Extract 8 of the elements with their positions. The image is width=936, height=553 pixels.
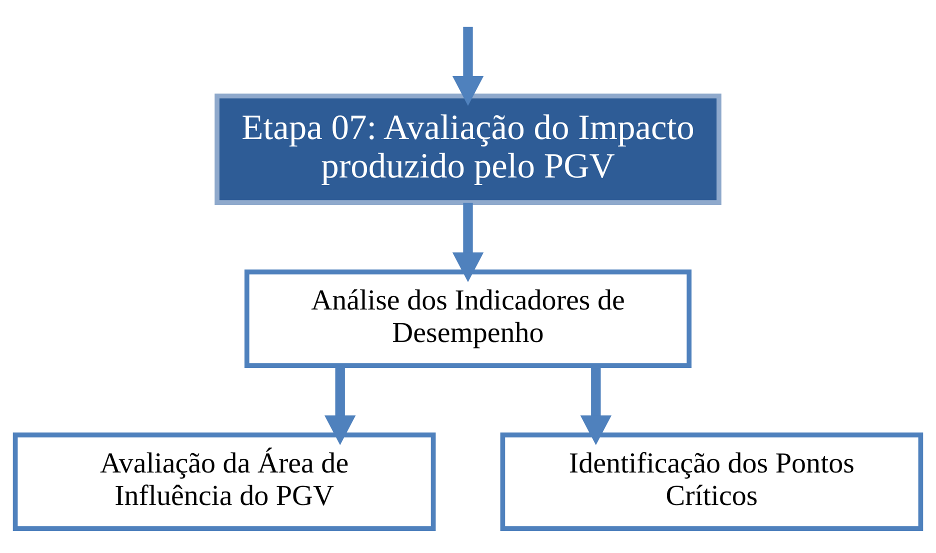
arrow [324, 365, 356, 445]
arrow [452, 202, 484, 282]
arrow [452, 26, 484, 106]
arrow [580, 365, 612, 445]
node-box: Avaliação da Área de Influência do PGV [12, 432, 436, 530]
node-box: Análise dos Indicadores de Desempenho [244, 269, 692, 368]
node-box: Identificação dos Pontos Críticos [500, 432, 924, 530]
node-box: Etapa 07: Avaliação do Impacto produzido pelo PGV [214, 93, 722, 204]
